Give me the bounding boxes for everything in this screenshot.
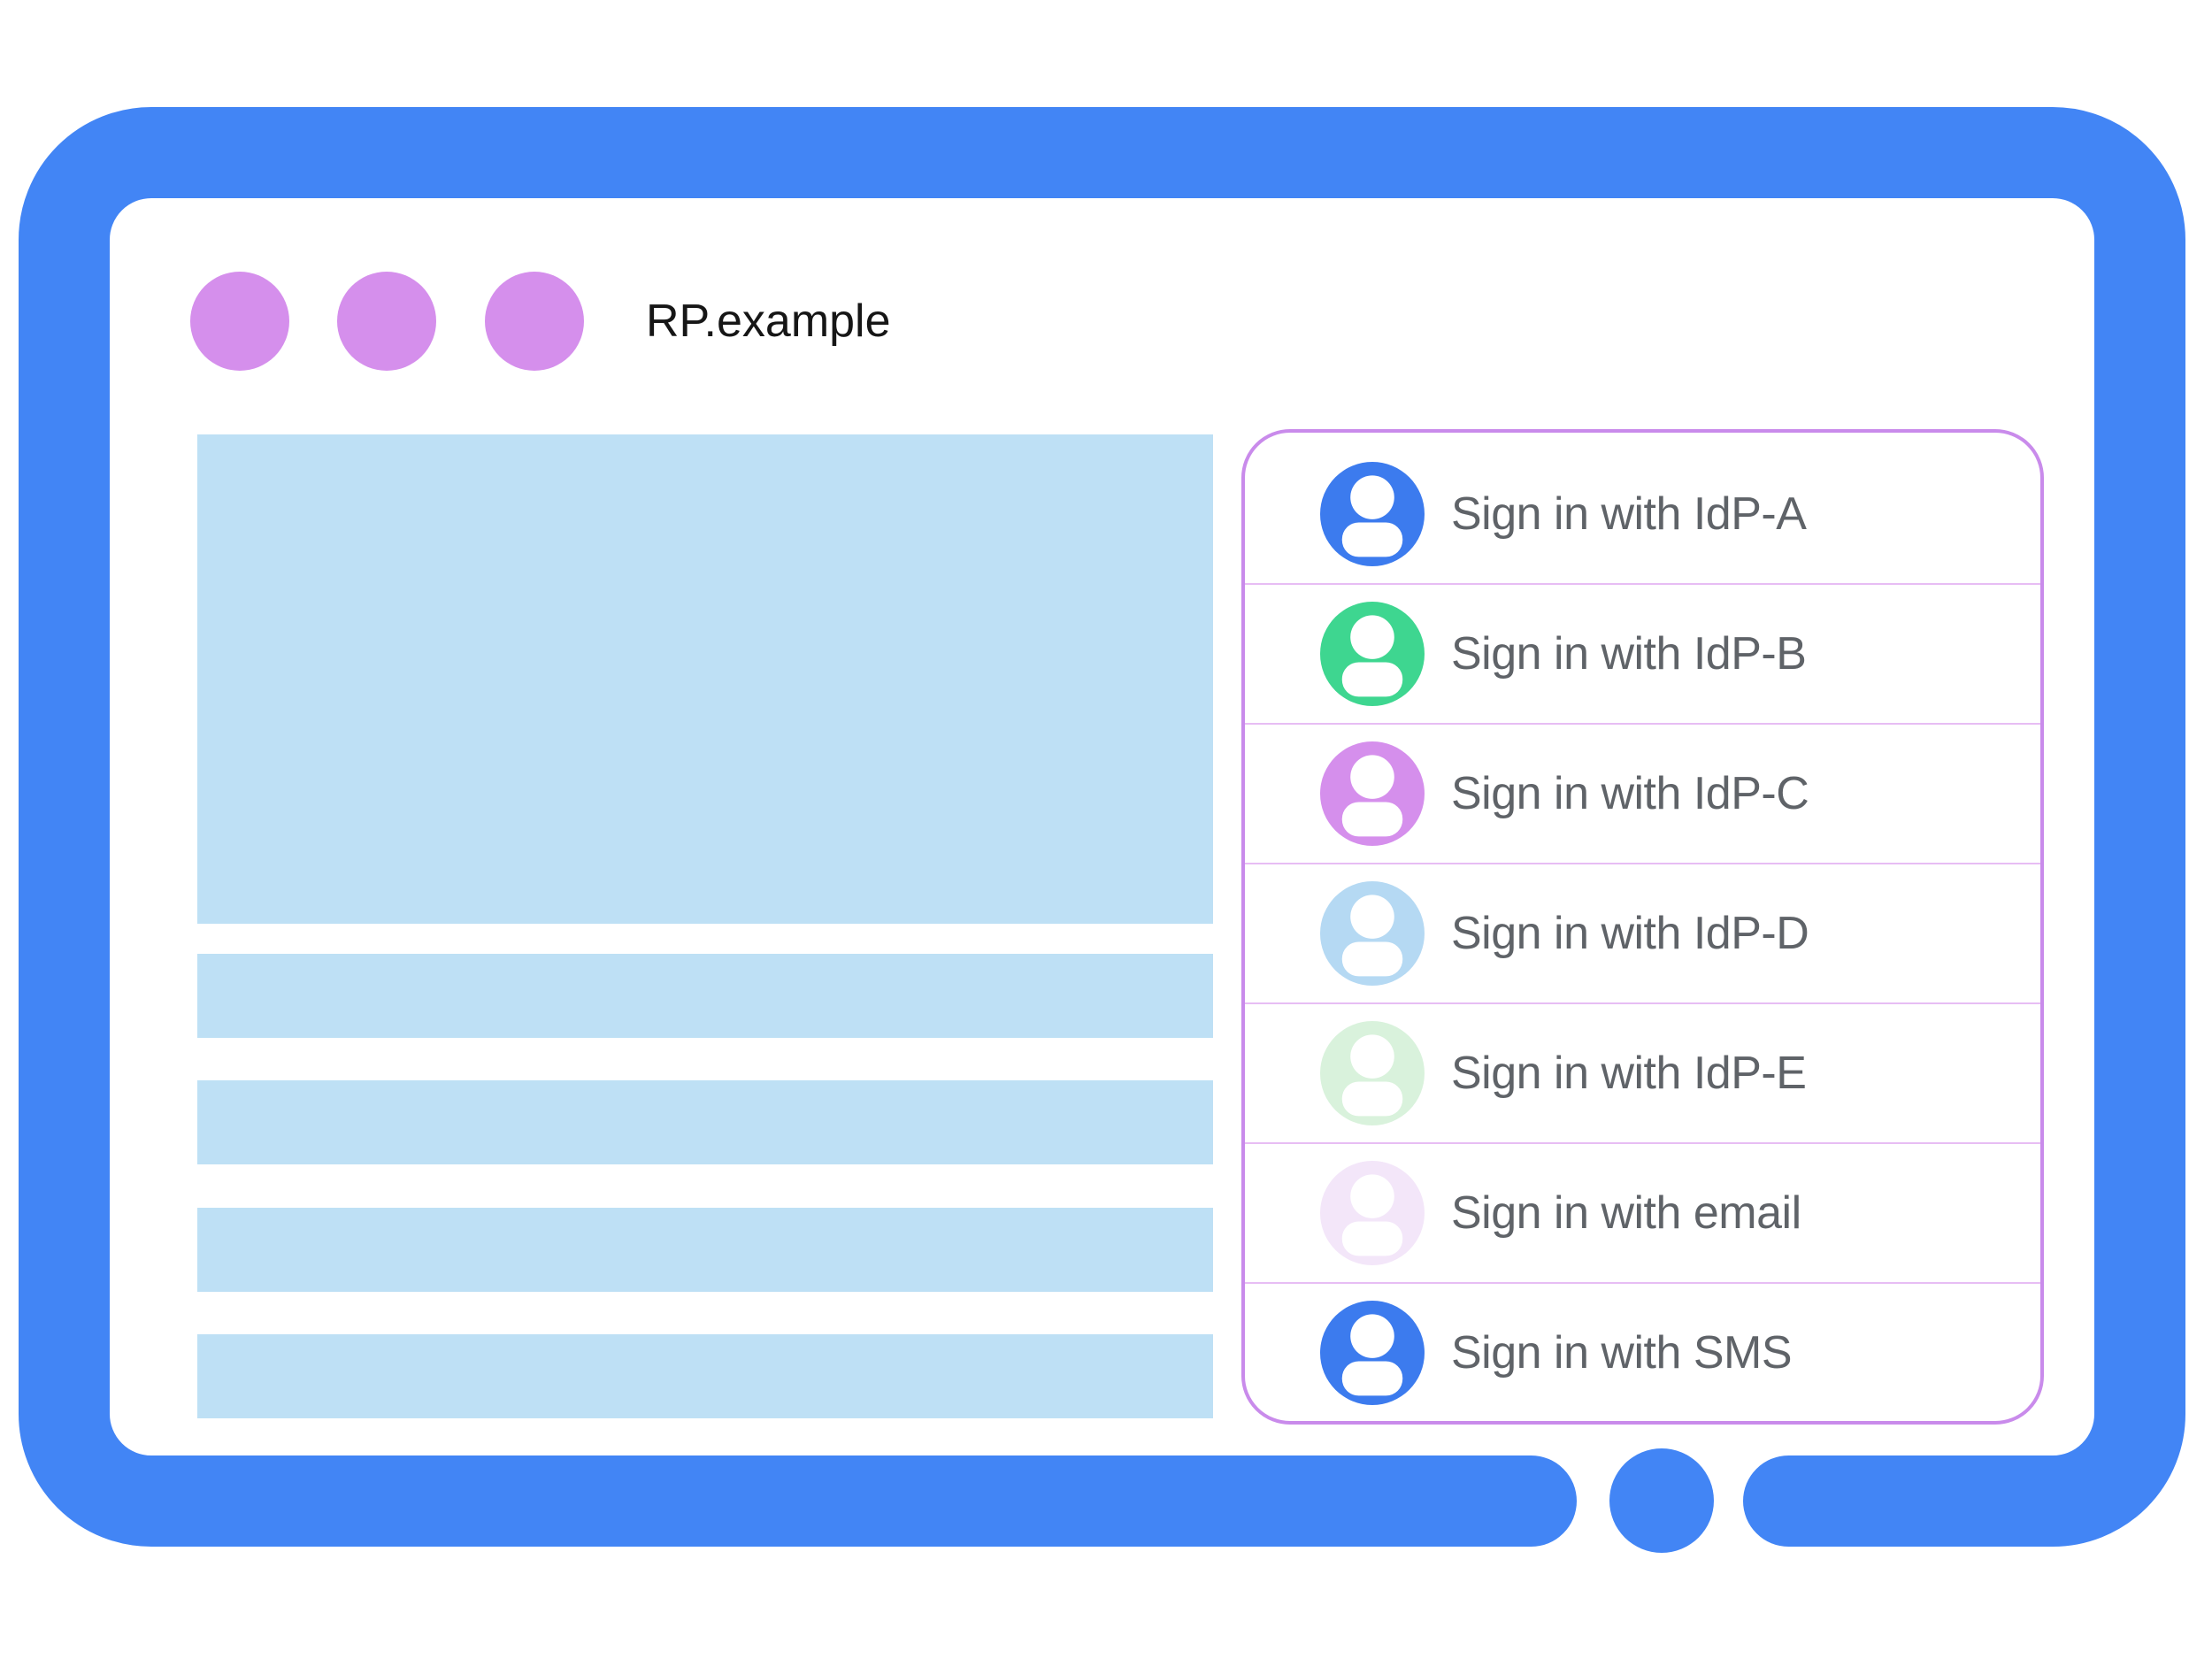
person-icon — [1320, 1301, 1425, 1405]
person-icon — [1320, 1021, 1425, 1125]
signin-account-chooser: Sign in with IdP-A Sign in with IdP-B Si… — [1241, 429, 2044, 1425]
signin-option-label: Sign in with IdP-C — [1451, 768, 1809, 819]
person-icon — [1320, 602, 1425, 706]
signin-option-idp-d[interactable]: Sign in with IdP-D — [1245, 864, 2040, 1002]
content-line-placeholder — [197, 1334, 1213, 1418]
window-control-dot[interactable] — [190, 272, 289, 371]
content-line-placeholder — [197, 1208, 1213, 1292]
signin-option-sms[interactable]: Sign in with SMS — [1245, 1284, 2040, 1421]
signin-option-idp-b[interactable]: Sign in with IdP-B — [1245, 585, 2040, 723]
site-title: RP.example — [646, 296, 891, 347]
signin-option-idp-a[interactable]: Sign in with IdP-A — [1245, 445, 2040, 583]
row-divider — [1245, 1002, 2040, 1004]
person-icon — [1320, 741, 1425, 846]
bottom-bar-left-cap — [1469, 1455, 1577, 1547]
signin-option-label: Sign in with IdP-D — [1451, 908, 1809, 959]
person-icon — [1320, 462, 1425, 566]
signin-option-label: Sign in with SMS — [1451, 1327, 1793, 1379]
row-divider — [1245, 863, 2040, 864]
person-icon — [1320, 881, 1425, 986]
signin-option-label: Sign in with IdP-A — [1451, 488, 1807, 540]
content-hero-placeholder — [197, 434, 1213, 924]
signin-option-label: Sign in with IdP-B — [1451, 628, 1807, 680]
content-line-placeholder — [197, 954, 1213, 1038]
home-button-circle[interactable] — [1609, 1448, 1714, 1553]
signin-option-idp-c[interactable]: Sign in with IdP-C — [1245, 725, 2040, 863]
row-divider — [1245, 1142, 2040, 1144]
content-line-placeholder — [197, 1080, 1213, 1164]
person-icon — [1320, 1161, 1425, 1265]
row-divider — [1245, 723, 2040, 725]
bottom-bar-right-cap — [1743, 1455, 1851, 1547]
row-divider — [1245, 583, 2040, 585]
signin-option-label: Sign in with email — [1451, 1187, 1801, 1239]
signin-option-label: Sign in with IdP-E — [1451, 1048, 1807, 1099]
signin-option-email[interactable]: Sign in with email — [1245, 1144, 2040, 1282]
row-divider — [1245, 1282, 2040, 1284]
signin-option-idp-e[interactable]: Sign in with IdP-E — [1245, 1004, 2040, 1142]
window-control-dot[interactable] — [485, 272, 584, 371]
window-control-dot[interactable] — [337, 272, 436, 371]
